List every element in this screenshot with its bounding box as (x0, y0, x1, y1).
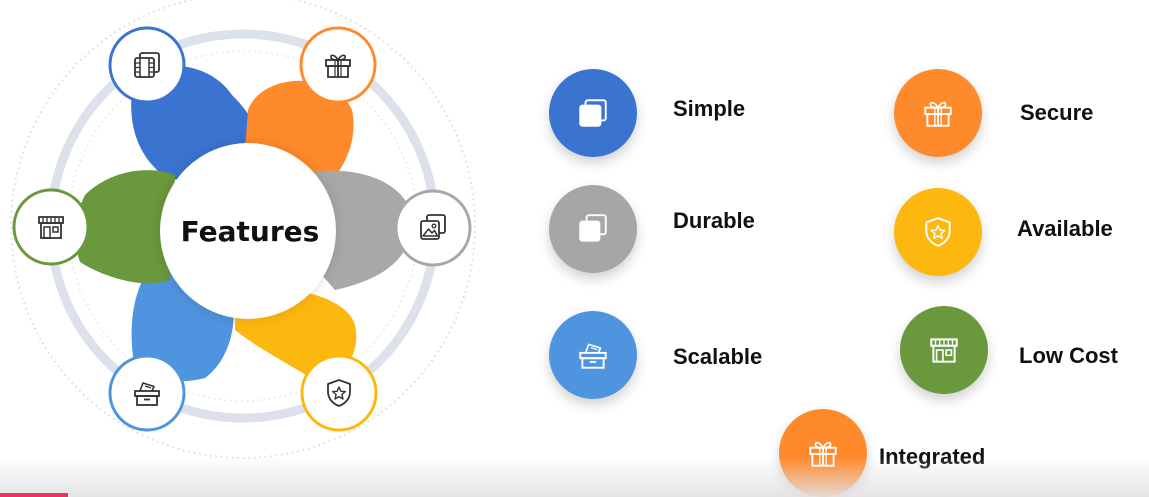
icon-node-film (108, 26, 186, 104)
feature-label-secure: Secure (1020, 100, 1094, 125)
store-icon (927, 333, 961, 367)
gift-icon (806, 436, 840, 470)
icon-node-gift (299, 26, 377, 104)
film-icon (576, 96, 610, 130)
image-icon (576, 212, 610, 246)
center-circle (160, 143, 336, 319)
feature-label-low-cost: Low Cost (1019, 343, 1118, 368)
feature-circle-available (894, 188, 982, 276)
center-title: Features (181, 215, 320, 248)
feature-label-scalable: Scalable (673, 344, 763, 369)
feature-label-durable: Durable (673, 208, 755, 233)
icon-node-badge (300, 354, 378, 432)
icon-node-image (394, 189, 472, 267)
feature-circle-durable (549, 185, 637, 273)
feature-circle-simple (549, 69, 637, 157)
badge-star-icon (921, 215, 955, 249)
feature-circle-secure (894, 69, 982, 157)
feature-circle-integrated (779, 409, 867, 497)
feature-circle-low-cost (900, 306, 988, 394)
feature-label-simple: Simple (673, 96, 746, 121)
progress-bar (0, 493, 68, 497)
petal-green (75, 170, 175, 284)
icon-node-box (108, 354, 186, 432)
features-diagram: Features (10, 0, 476, 459)
feature-label-integrated: Integrated (879, 444, 986, 469)
box-icon (576, 338, 610, 372)
icon-node-store (12, 188, 90, 266)
feature-label-available: Available (1017, 216, 1113, 241)
gift-icon (921, 96, 955, 130)
feature-circle-scalable (549, 311, 637, 399)
